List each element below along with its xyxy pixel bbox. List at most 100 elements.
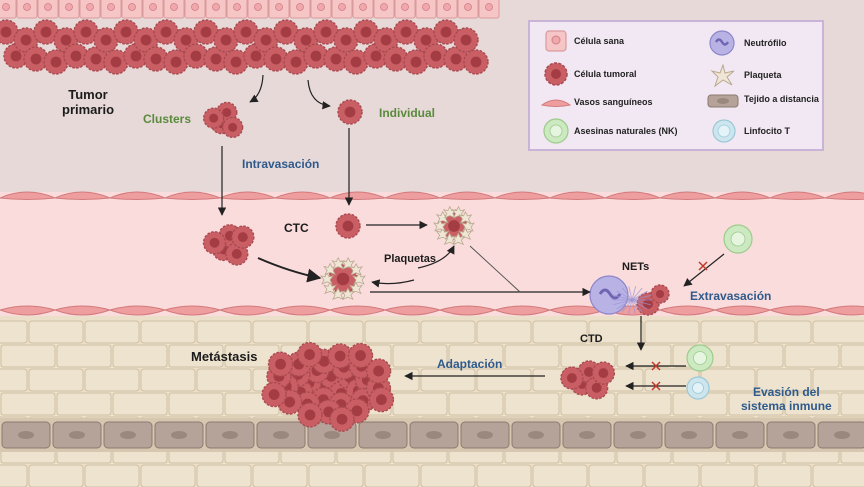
net-fiber [621,287,633,301]
healthy-cell [415,0,437,19]
tumor-cell [333,27,359,53]
distant-tissue-nucleus [273,431,289,439]
platelet [348,281,363,295]
label-metastasis: Metástasis [191,349,258,364]
tissue-cell [308,464,364,487]
label-tumor-primario: Tumor primario [62,87,115,117]
endothelial-cell-top [823,191,864,200]
tumor-cells-layer [0,19,670,432]
legend-vasos: Vasos sanguíneos [574,97,653,107]
distant-tissue-nucleus [834,431,850,439]
legend-celula-tumoral: Célula tumoral [574,69,637,79]
net-fiber [631,299,636,314]
distant-tissue-nucleus [630,431,646,439]
arrows-layer [217,74,725,391]
platelet-icon [710,63,735,88]
platelet [322,281,337,295]
tissue-cell [0,344,56,368]
net-fiber [631,290,648,301]
tissue-cell [756,464,812,487]
tumor-cell [33,19,59,45]
healthy-cell [163,0,185,19]
tissue-cell [56,392,112,416]
tumor-cell [223,49,249,75]
tissue-cell [252,464,308,487]
tumor-cell [453,27,479,53]
tumor-cell [297,402,323,428]
legend-linfocito: Linfocito T [744,126,790,136]
platelet [341,256,356,270]
tumor-cell [463,49,489,75]
platelet [458,211,473,224]
neutrophil-icon [709,30,735,56]
distant-tissue-nucleus [18,431,34,439]
platelet [435,227,450,240]
tissue-cell [728,392,784,416]
label-nets: NETs [622,261,650,273]
tumor-cell [296,341,323,368]
tumor-cell [113,19,139,45]
arrow-to-clusters [249,74,264,103]
tissue-cell [644,320,700,344]
block-cross [651,381,661,391]
tumor-cell [153,19,179,45]
tissue-cell [644,464,700,487]
tissue-cell [252,320,308,344]
healthy-cell-icon [545,30,567,52]
healthy-cell [121,0,143,19]
tissue-cell [560,392,616,416]
tumor-cell [347,342,374,369]
net-fiber [631,294,652,301]
legend-box: Célula sana Neutrófilo Célula tumoral Pl… [528,20,824,151]
platelet [451,205,466,219]
tissue-cell [504,392,560,416]
tissue-cell [168,344,224,368]
healthy-cell [289,0,311,19]
tissue-cell [196,320,252,344]
net-fiber [613,294,633,301]
platelet [433,218,447,232]
tissue-cell [0,320,28,344]
tissue-cell [28,464,84,487]
tissue-cell [784,344,840,368]
tumor-cell [63,43,89,69]
label-ctc: CTC [284,221,309,235]
tissue-cell [112,392,168,416]
label-ctd: CTD [580,333,603,345]
endothelial-cell-bottom [823,305,864,316]
healthy-cell [373,0,395,19]
tissue-cell [728,344,784,368]
tumor-cell-icon [544,62,568,86]
healthy-cell [205,0,227,19]
legend-tejido: Tejido a distancia [744,94,819,104]
tissue-cell [616,392,672,416]
label-clusters: Clusters [143,112,192,126]
distant-tissue-nucleus [783,431,799,439]
net-fiber [616,290,633,301]
neutrophil-nucleus [598,288,622,300]
distant-tissue-nucleus [477,431,493,439]
tissue-cell [0,368,28,392]
distant-tissue-nucleus [528,431,544,439]
tissue-cell [392,392,448,416]
tissue-cell [0,464,28,487]
tissue-cell [756,320,812,344]
tumor-cell [213,27,239,53]
platelet [349,262,364,276]
net-fiber [627,299,633,314]
healthy-cell [394,0,416,19]
net-fiber [631,286,637,301]
healthy-cell [352,0,374,19]
tumor-cell [263,46,289,72]
blood-vessel-icon [540,99,572,107]
tissue-cell [308,320,364,344]
tumor-cell [337,99,363,125]
net-fiber [631,287,643,301]
tissue-cell [476,320,532,344]
healthy-cell [16,0,38,19]
block-cross [698,261,708,271]
tumor-cell [183,43,209,69]
tissue-cell [196,368,252,392]
healthy-cell [310,0,332,19]
tissue-cell [700,464,756,487]
